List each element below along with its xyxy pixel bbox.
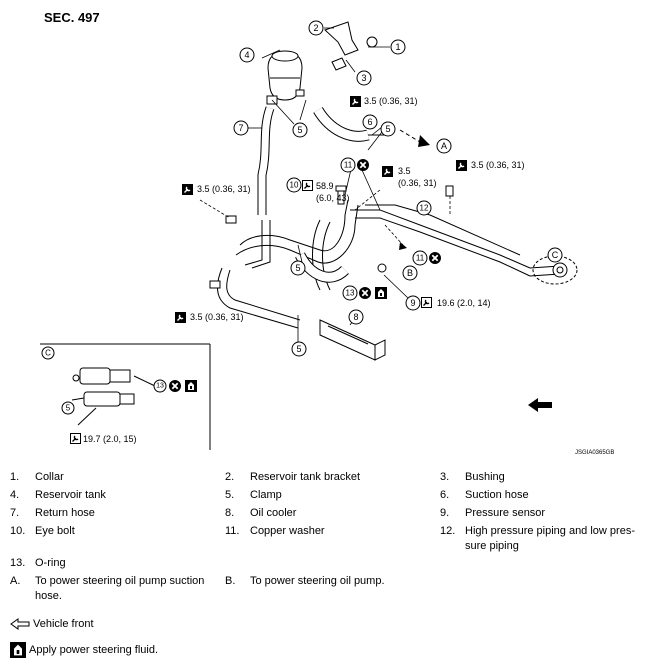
callout-5: 5 [296, 344, 301, 354]
legend-text: To power steering oil pump suction [35, 575, 205, 587]
legend-text: Pressure sensor [465, 507, 546, 519]
figure-id: JSGIA0365GB [575, 450, 614, 456]
torque-eye-a: 58.9 [316, 181, 334, 191]
legend-num: 10. [10, 525, 26, 537]
legend-num: 11. [225, 525, 240, 537]
callout-7: 7 [238, 123, 243, 133]
legend-num: 9. [440, 507, 450, 519]
legend-num: 5. [225, 489, 235, 501]
torque-mid-a: 3.5 [398, 166, 411, 176]
legend-text: Oil cooler [250, 507, 297, 519]
callout-5: 5 [385, 124, 390, 134]
callout-5: 5 [297, 125, 302, 135]
callout-11: 11 [344, 161, 353, 170]
legend-text: High pressure piping and low pres- [465, 525, 635, 537]
torque-bottom-left: 3.5 (0.36, 31) [190, 312, 244, 322]
fluid-can-icon [10, 642, 26, 658]
legend-text: Reservoir tank bracket [250, 471, 361, 483]
torque-eye-b: (6.0, 43) [316, 193, 350, 203]
section-title: SEC. 497 [44, 10, 100, 25]
callout-a: A [441, 141, 447, 151]
callout-b: B [407, 268, 413, 278]
legend-num: A. [10, 575, 21, 587]
vehicle-front-note: Vehicle front [10, 618, 94, 630]
legend-num: 13. [10, 557, 26, 569]
legend-num: 7. [10, 507, 20, 519]
callout-10: 10 [290, 181, 299, 190]
apply-fluid-label: Apply power steering fluid. [29, 644, 159, 656]
inset-callout-13: 13 [156, 383, 164, 390]
torque-sensor: 19.6 (2.0, 14) [437, 298, 491, 308]
legend-num: 3. [440, 471, 450, 483]
torque-inset: 19.7 (2.0, 15) [83, 434, 137, 444]
legend-text: Copper washer [250, 525, 325, 537]
callout-13: 13 [346, 289, 355, 298]
vehicle-front-label: Vehicle front [33, 618, 94, 630]
reservoir-bracket [324, 21, 378, 71]
legend-text: Reservoir tank [35, 489, 106, 501]
pipe-end-c [532, 255, 578, 285]
legend-num: 1. [10, 471, 20, 483]
legend-text: To power steering oil pump. [250, 575, 385, 587]
callout-markers [233, 20, 563, 357]
legend-text-cont: sure piping [465, 540, 519, 552]
callout-c: C [552, 250, 559, 260]
vehicle-front-icon [10, 618, 30, 630]
callout-12: 12 [420, 204, 429, 213]
legend-num: B. [225, 575, 236, 587]
legend-text: Bushing [465, 471, 505, 483]
callout-6: 6 [367, 117, 372, 127]
legend-num: 6. [440, 489, 450, 501]
callout-2: 2 [313, 23, 318, 33]
torque-left: 3.5 (0.36, 31) [197, 184, 251, 194]
oil-cooler [319, 319, 386, 361]
legend-num: 12. [440, 525, 456, 537]
legend-text: O-ring [35, 557, 66, 569]
vehicle-front-arrow-icon [528, 398, 552, 412]
legend-text: Eye bolt [35, 525, 75, 537]
legend-text-cont: hose. [35, 590, 62, 602]
callout-5: 5 [295, 263, 300, 273]
legend-text: Collar [35, 471, 64, 483]
callout-1: 1 [395, 42, 400, 52]
torque-top: 3.5 (0.36, 31) [364, 96, 418, 106]
exploded-diagram: 1 2 3 4 5 6 5 7 A 11 10 12 11 B 5 13 9 8… [40, 20, 614, 456]
callout-8: 8 [353, 312, 358, 322]
callout-4: 4 [244, 50, 249, 60]
inset-callout-5: 5 [66, 404, 71, 413]
legend-num: 4. [10, 489, 20, 501]
torque-mid-b: (0.36, 31) [398, 178, 437, 188]
legend-num: 2. [225, 471, 235, 483]
inset-callout-c: C [45, 349, 51, 358]
callout-11: 11 [416, 254, 425, 263]
legend-text: Return hose [35, 507, 95, 519]
torque-right: 3.5 (0.36, 31) [471, 160, 525, 170]
legend-text: Clamp [250, 489, 282, 501]
callout-3: 3 [361, 73, 366, 83]
inset-detail-c: C 5 13 19.7 (2.0, 15) [40, 343, 211, 450]
legend-text: Suction hose [465, 489, 529, 501]
apply-fluid-note: Apply power steering fluid. [10, 642, 158, 658]
reservoir-tank [266, 50, 305, 105]
legend-num: 8. [225, 507, 235, 519]
piping [217, 199, 561, 329]
callout-9: 9 [410, 298, 415, 308]
